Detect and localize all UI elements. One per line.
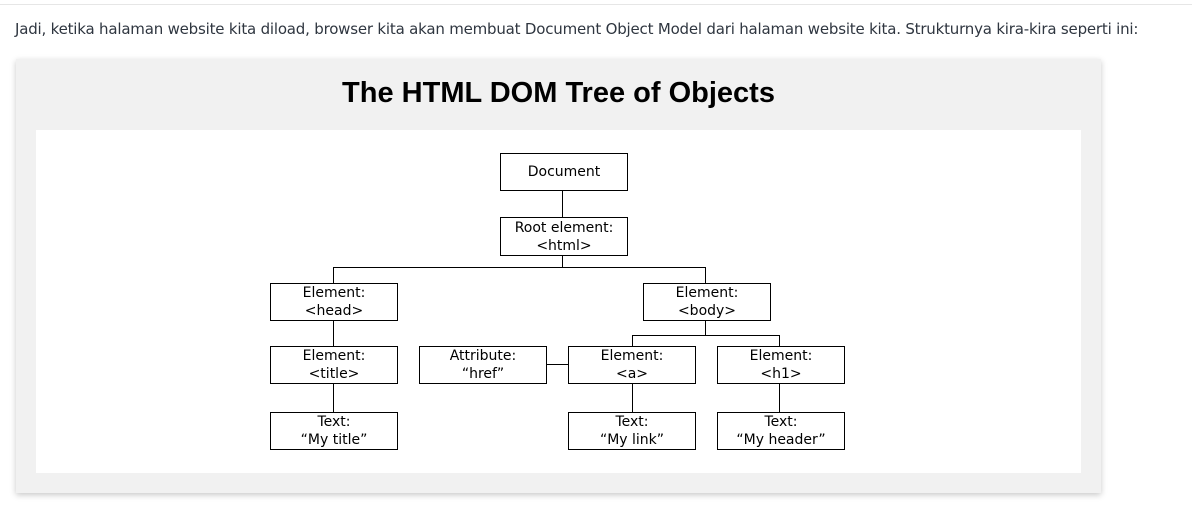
connector-body-down [705,321,706,336]
node-a: Element: <a> [568,346,696,384]
node-attribute-href: Attribute: “href” [419,346,547,384]
connector-a-text [632,384,633,413]
node-text-my-link: Text: “My link” [568,412,696,450]
connector-to-head [333,267,334,283]
connector-attribute-a [546,364,569,365]
connector-title-text [333,384,334,413]
connector-root-branch [333,267,706,268]
connector-to-a [632,335,633,347]
node-text-my-header: Text: “My header” [717,412,845,450]
node-head: Element: <head> [270,283,398,321]
connector-h1-text [779,384,780,413]
node-title: Element: <title> [270,346,398,384]
intro-paragraph: Jadi, ketika halaman website kita diload… [15,20,1139,38]
connector-body-branch [632,335,780,336]
tree-canvas: Document Root element: <html> Element: <… [36,130,1081,473]
connector-to-h1 [779,335,780,347]
node-body: Element: <body> [643,283,771,321]
connector-document-root [562,190,563,218]
connector-to-body [705,267,706,283]
connector-root-down [562,255,563,268]
top-divider [0,4,1192,5]
dom-tree-figure: The HTML DOM Tree of Objects Document Ro… [16,59,1101,493]
connector-head-title [333,321,334,347]
node-h1: Element: <h1> [717,346,845,384]
node-root-element: Root element: <html> [500,217,628,256]
figure-title: The HTML DOM Tree of Objects [342,77,775,109]
node-document: Document [500,153,628,191]
node-text-my-title: Text: “My title” [270,412,398,450]
